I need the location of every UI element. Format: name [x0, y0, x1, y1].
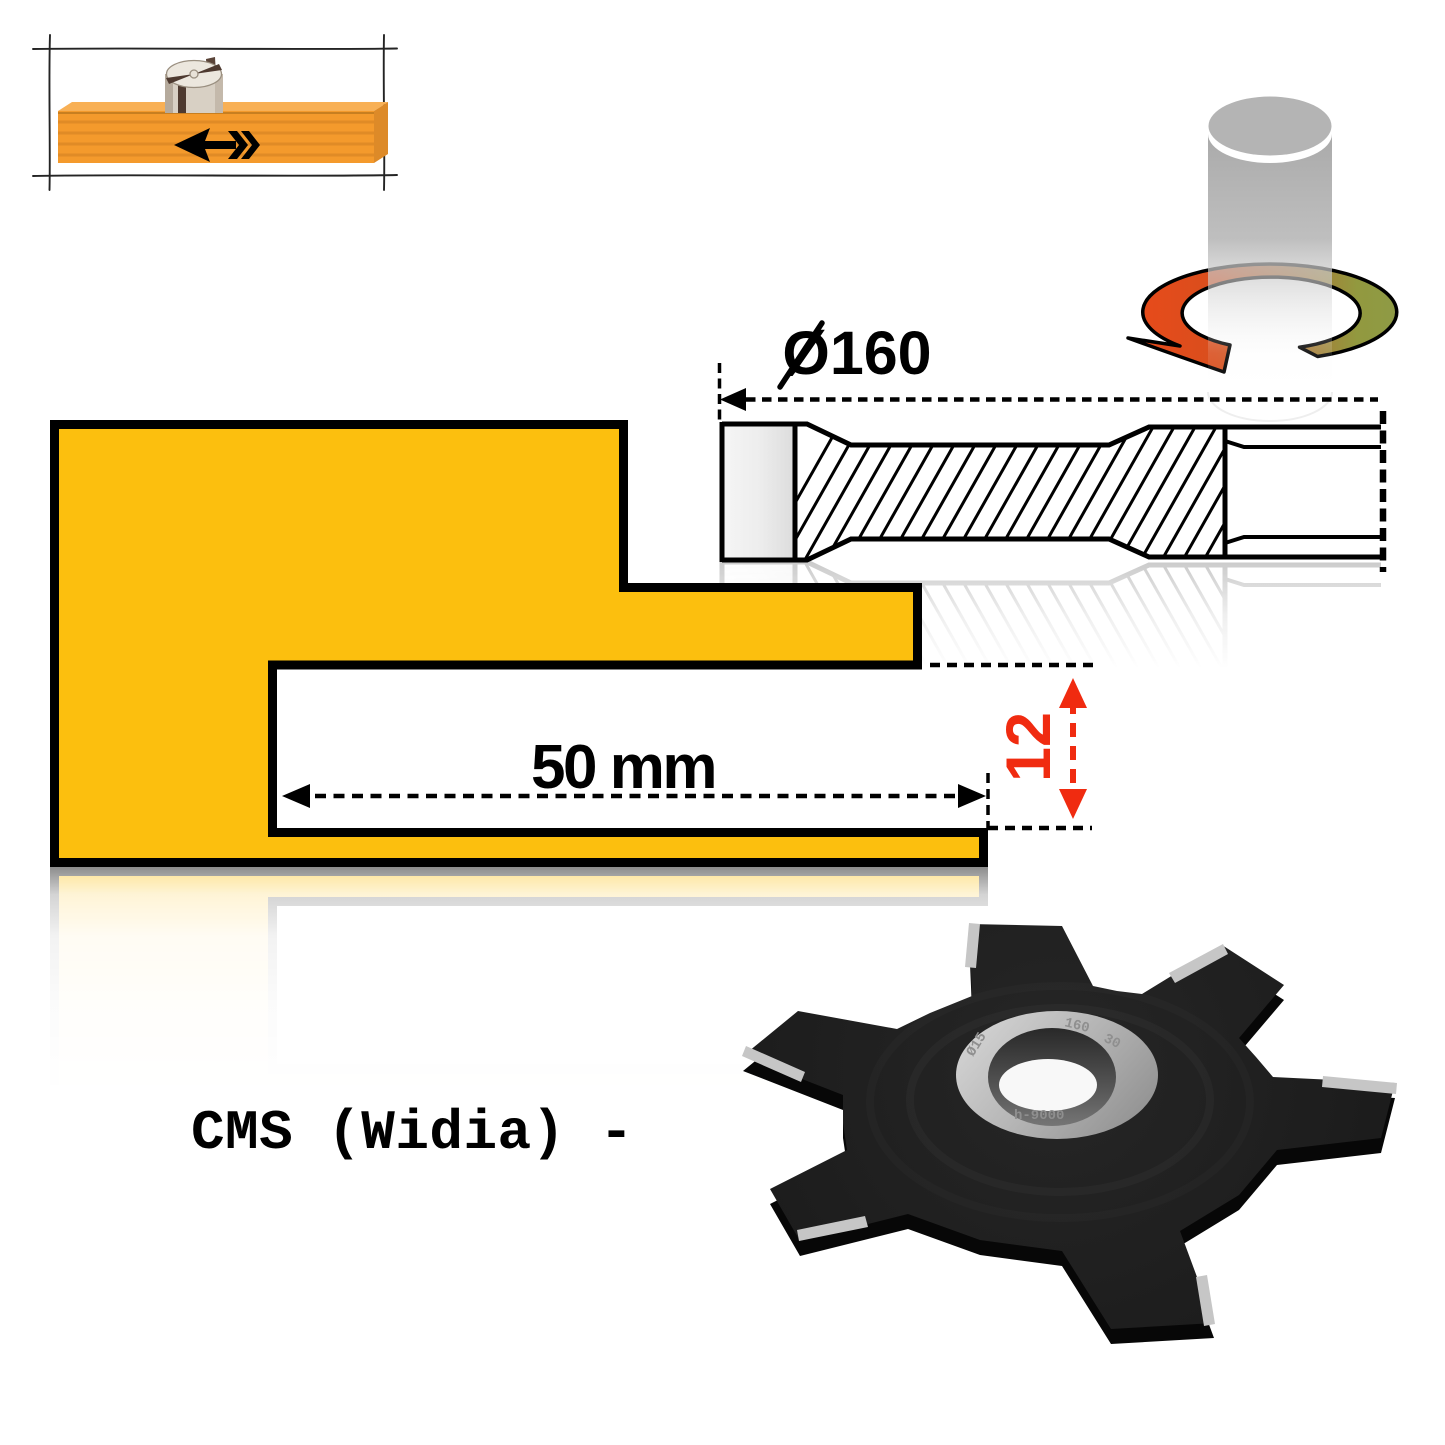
svg-text:CMS (Widia) -: CMS (Widia) - — [191, 1101, 634, 1165]
svg-text:50 mm: 50 mm — [531, 733, 715, 802]
svg-text:12: 12 — [994, 712, 1064, 782]
svg-text:h-9000: h-9000 — [1014, 1108, 1064, 1124]
svg-text:Ø160: Ø160 — [782, 319, 931, 387]
svg-text:160: 160 — [1063, 1015, 1091, 1037]
svg-text:30: 30 — [1101, 1031, 1123, 1053]
